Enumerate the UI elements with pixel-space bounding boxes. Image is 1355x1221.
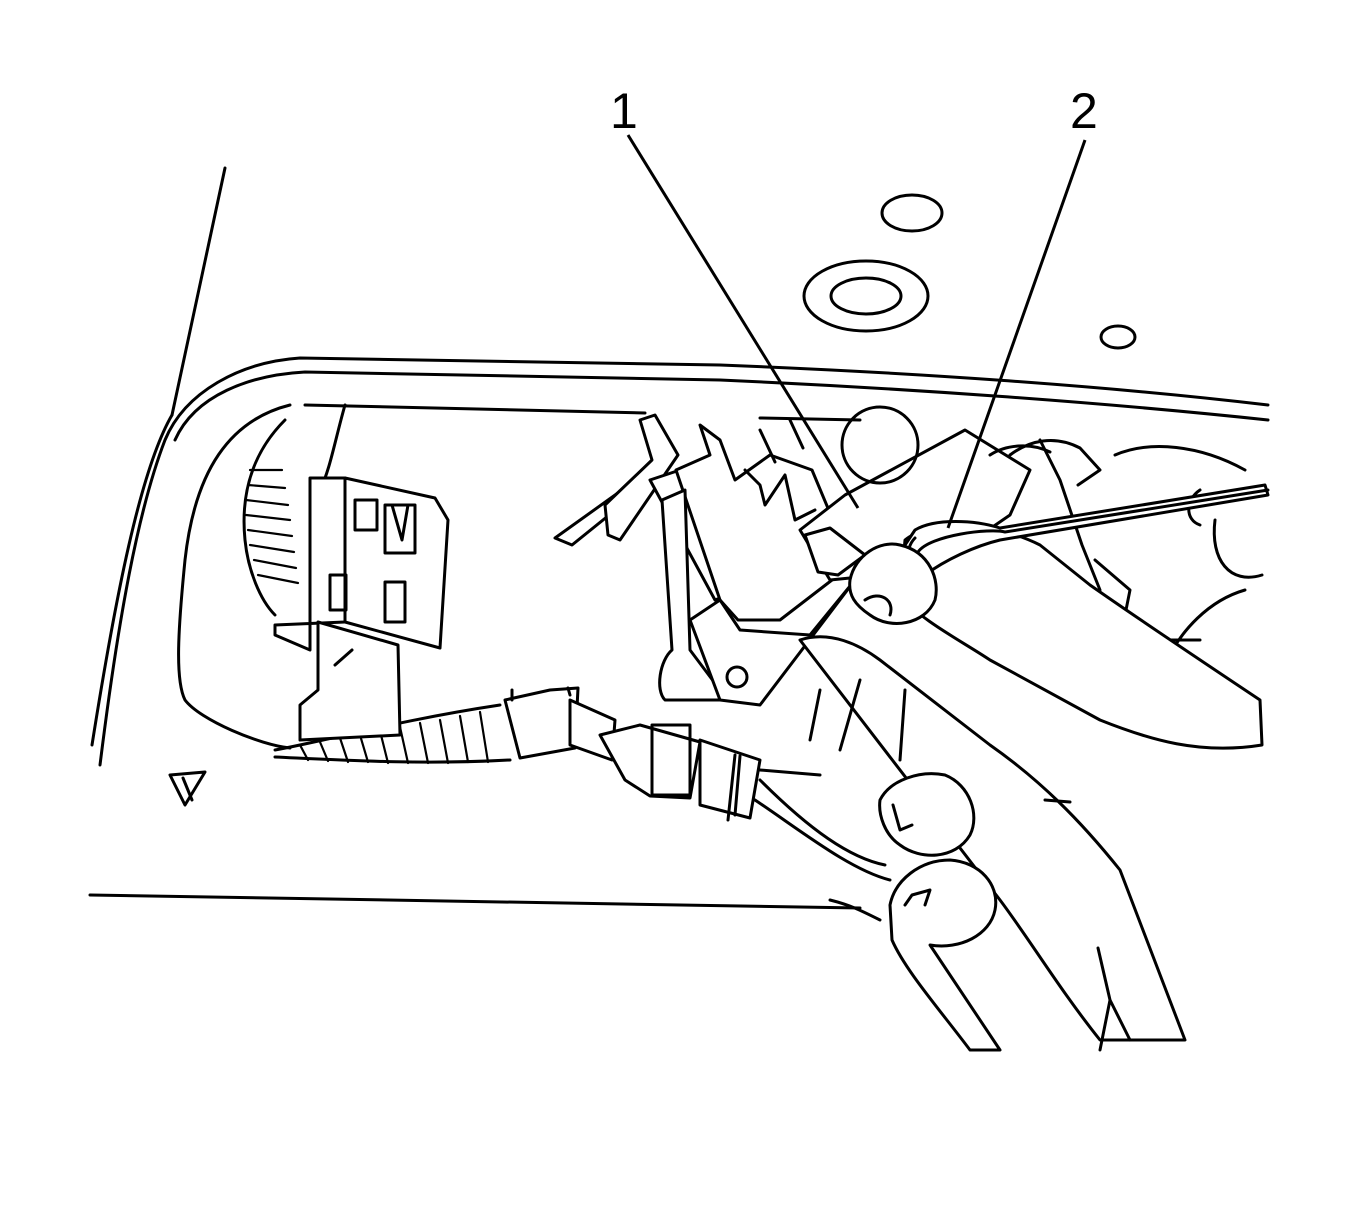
callout-1-leader xyxy=(626,134,860,509)
callout-2-leader xyxy=(946,139,1087,529)
inline-connector xyxy=(503,686,892,882)
panel-opening xyxy=(177,403,862,750)
wiring-harness xyxy=(242,403,512,765)
panel-holes xyxy=(168,193,1137,807)
callout-2-label: 2 xyxy=(1070,83,1098,139)
callout-1: 1 xyxy=(610,83,860,509)
hand-with-tool xyxy=(798,483,1270,1052)
bracket-assembly xyxy=(553,405,1032,707)
panel-edge-left xyxy=(88,166,1270,910)
callout-2: 2 xyxy=(946,83,1098,529)
callout-1-label: 1 xyxy=(610,83,638,139)
connector-block xyxy=(273,476,450,742)
